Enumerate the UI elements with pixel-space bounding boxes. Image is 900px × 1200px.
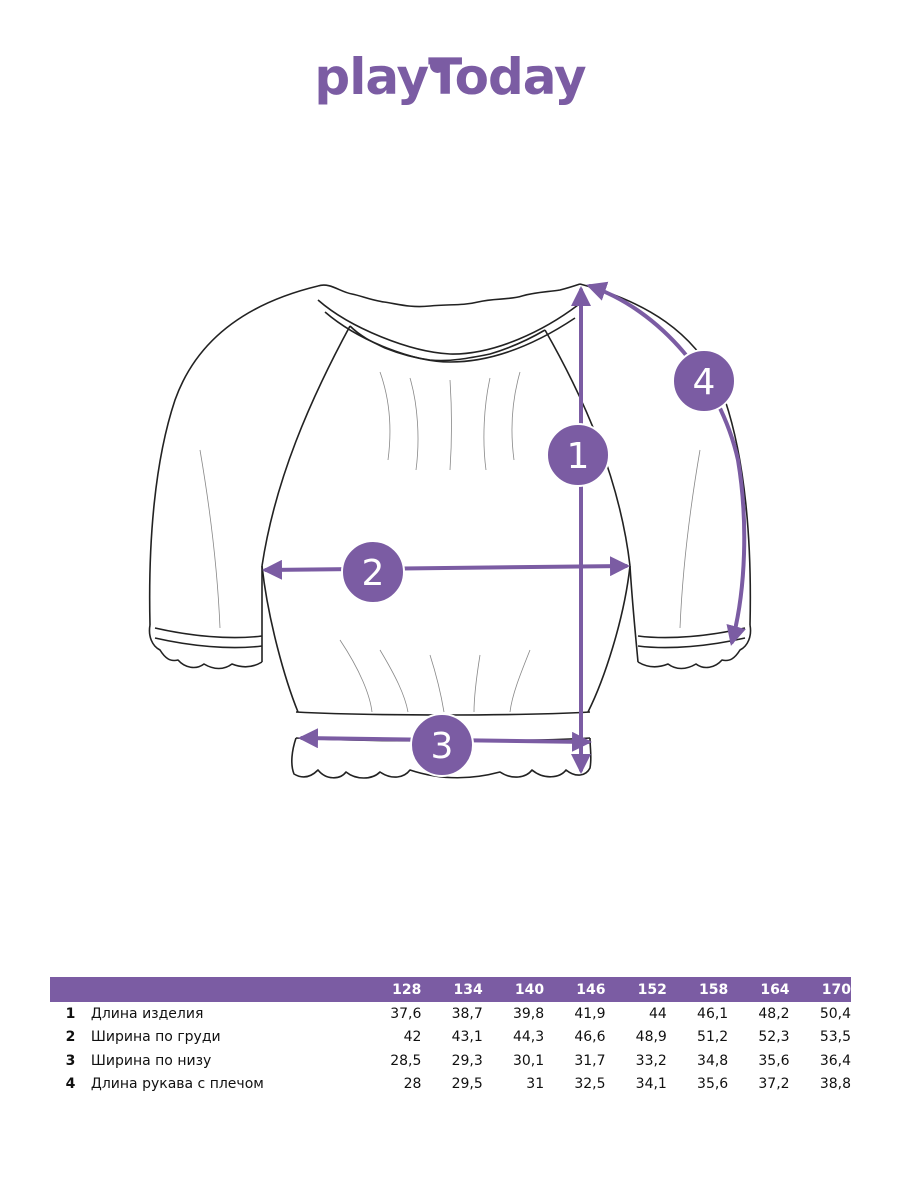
table-cell: 50,4 [819,1005,851,1022]
callout-label-2: 2 [362,553,385,594]
row-label: Ширина по низу [90,1052,212,1069]
table-cell: 44,3 [512,1029,545,1046]
table-cell: 51,2 [697,1029,729,1046]
table-cell: 35,6 [697,1076,729,1093]
table-cell: 28 [403,1076,422,1093]
logo-dot [430,58,445,73]
table-cell: 39,8 [512,1005,545,1022]
garment-outline [148,283,752,779]
garment-sketch: 1 2 3 4 [148,281,752,779]
size-header-140: 140 [514,981,545,998]
table-cell: 48,9 [635,1029,667,1046]
callout-badge-2: 2 [341,540,405,604]
table-cell: 31,7 [574,1052,606,1069]
size-table: 128 134 140 146 152 158 164 170 1 Длина … [50,977,851,1096]
logo-text: playToday [314,48,586,106]
table-cell: 30,1 [512,1052,545,1069]
row-label: Длина изделия [90,1005,204,1022]
callout-label-1: 1 [567,436,590,477]
measurement-arrows [262,281,747,774]
table-cell: 37,2 [758,1076,790,1093]
table-cell: 53,5 [819,1029,851,1046]
gathering-marks [199,371,701,713]
row-number: 3 [65,1052,76,1069]
table-cell: 52,3 [758,1029,790,1046]
table-cell: 34,1 [635,1076,667,1093]
table-cell: 35,6 [758,1052,790,1069]
table-cell: 43,1 [451,1029,483,1046]
table-cell: 46,6 [574,1029,606,1046]
table-row: 4 Длина рукава с плечом 28 29,5 31 32,5 … [50,1073,851,1097]
row-number: 2 [65,1029,76,1046]
table-cell: 31 [526,1076,545,1093]
table-row: 1 Длина изделия 37,6 38,7 39,8 41,9 44 4… [50,1002,851,1026]
callout-badge-1: 1 [546,423,610,487]
callout-badge-3: 3 [410,713,474,777]
table-cell: 42 [403,1029,422,1046]
callout-label-4: 4 [693,362,716,403]
size-header-134: 134 [453,981,483,998]
table-cell: 44 [649,1005,667,1022]
size-header-158: 158 [698,981,729,998]
table-cell: 29,5 [451,1076,483,1093]
size-header-row: 128 134 140 146 152 158 164 170 [50,977,851,1002]
row-number: 4 [65,1076,76,1093]
table-cell: 38,7 [451,1005,483,1022]
size-header-146: 146 [576,981,606,998]
table-row: 3 Ширина по низу 28,5 29,3 30,1 31,7 33,… [50,1049,851,1073]
size-header-170: 170 [821,981,851,998]
callout-label-3: 3 [431,726,454,767]
table-cell: 29,3 [451,1052,483,1069]
size-header-128: 128 [392,981,422,998]
table-cell: 33,2 [635,1052,667,1069]
table-cell: 34,8 [697,1052,729,1069]
table-cell: 36,4 [819,1052,851,1069]
table-cell: 38,8 [819,1076,851,1093]
table-cell: 41,9 [574,1005,606,1022]
callout-badge-4: 4 [672,349,736,413]
table-cell: 46,1 [697,1005,729,1022]
row-label: Ширина по груди [90,1029,221,1046]
table-cell: 32,5 [574,1076,606,1093]
table-cell: 28,5 [390,1052,422,1069]
brand-logo: playToday [0,48,900,106]
table-cell: 48,2 [758,1005,790,1022]
header-num-cell [50,977,91,1002]
size-header-152: 152 [637,981,667,998]
size-header-164: 164 [760,981,790,998]
table-row: 2 Ширина по груди 42 43,1 44,3 46,6 48,9… [50,1026,851,1050]
row-number: 1 [65,1005,76,1022]
row-label: Длина рукава с плечом [90,1076,264,1093]
table-cell: 37,6 [390,1005,422,1022]
header-label-cell [91,977,360,1002]
